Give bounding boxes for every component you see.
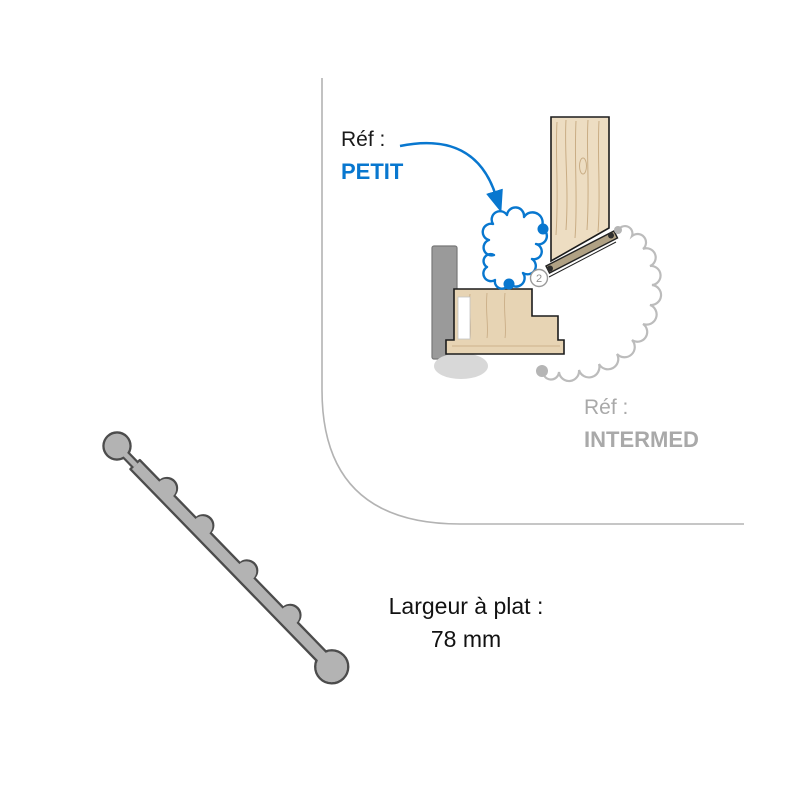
callout-2-badge: 2 xyxy=(529,268,549,288)
ref-petit-value: PETIT xyxy=(341,159,404,184)
panel-bottom-dripline xyxy=(548,241,617,278)
profile-end-ball-small xyxy=(104,433,130,459)
panel-cross-section xyxy=(545,116,619,278)
ref-petit-label: Réf : xyxy=(341,128,385,151)
ref-intermed-label: Réf : xyxy=(584,396,628,419)
callout-2-text: 2 xyxy=(536,273,542,285)
leader-arrow-petit xyxy=(399,141,503,213)
seal-intermed-scallop xyxy=(541,224,663,383)
dimension-line1: Largeur à plat : xyxy=(389,593,544,619)
boundary-outline xyxy=(321,78,744,525)
dimension-line2: 78 mm xyxy=(431,626,501,652)
profile-strip xyxy=(132,461,330,665)
flat-profile xyxy=(102,431,350,685)
ref-intermed-value: INTERMED xyxy=(584,427,699,452)
frame-slot xyxy=(457,296,471,340)
seal-intermed-dot-start xyxy=(614,226,622,234)
seal-petit xyxy=(481,206,549,290)
floor-shadow xyxy=(434,353,488,379)
seal-petit-dot-top xyxy=(537,223,549,235)
fixing-dot-left xyxy=(547,265,553,272)
seal-intermed-dot-end xyxy=(536,365,548,377)
frame-cross-section xyxy=(445,288,565,355)
panel-grain xyxy=(555,119,600,239)
seal-intermed xyxy=(536,224,663,383)
seal-petit-dot-bottom xyxy=(503,278,515,290)
panel-knot xyxy=(579,157,587,175)
fixing-dot-right xyxy=(608,232,614,239)
seal-petit-squiggle xyxy=(481,206,549,290)
profile-neck xyxy=(121,450,138,468)
